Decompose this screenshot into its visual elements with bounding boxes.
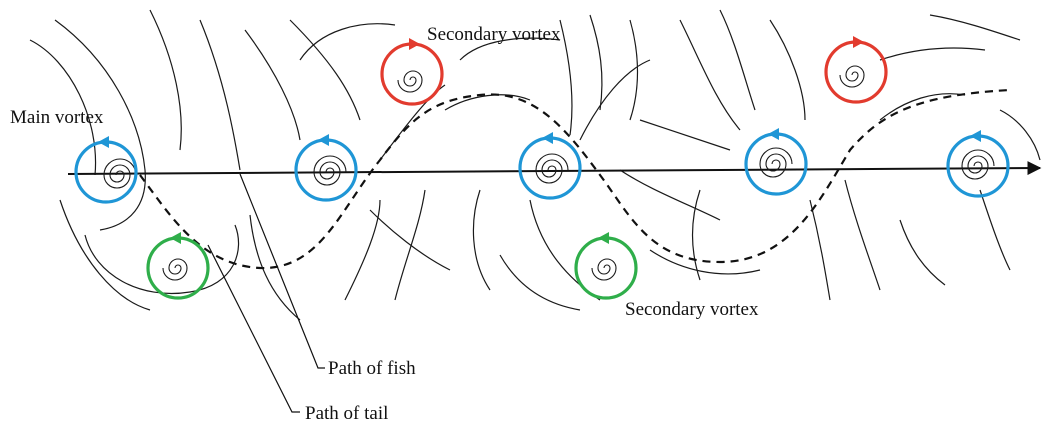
secondary-vortex-ring [380, 42, 444, 106]
tail-path-leader [207, 244, 300, 413]
streamlines [29, 9, 1041, 321]
main-vortex-arrow-icon [970, 130, 981, 142]
fish-path-leader [239, 173, 325, 369]
main-vortex-ring [744, 132, 808, 196]
tail-path-line [139, 88, 1011, 270]
main-vortex-arrow-icon [98, 136, 109, 148]
secondary-vortex-bottom-label: Secondary vortex [625, 299, 759, 320]
secondary-vortex-arrow-icon [170, 232, 181, 244]
secondary-vortex-ring [574, 236, 638, 300]
fish-path-line [67, 161, 1042, 176]
secondary-vortex-arrow-icon [853, 36, 864, 48]
main-vortex-arrow-icon [318, 134, 329, 146]
path-of-tail-label: Path of tail [305, 403, 388, 424]
vortex-rings [74, 36, 1010, 300]
path-of-fish-label: Path of fish [328, 358, 416, 379]
main-vortex-arrow-icon [768, 128, 779, 140]
main-vortex-ring [518, 136, 582, 200]
main-vortex-ring [946, 134, 1010, 198]
main-vortex-arrow-icon [542, 132, 553, 144]
main-vortex-label: Main vortex [10, 107, 104, 128]
secondary-vortex-ring [146, 236, 210, 300]
secondary-vortex-arrow-icon [409, 38, 420, 50]
secondary-vortex-top-label: Secondary vortex [427, 24, 561, 45]
secondary-vortex-arrow-icon [598, 232, 609, 244]
main-vortex-ring [74, 140, 138, 204]
vortex-spirals [103, 65, 995, 281]
